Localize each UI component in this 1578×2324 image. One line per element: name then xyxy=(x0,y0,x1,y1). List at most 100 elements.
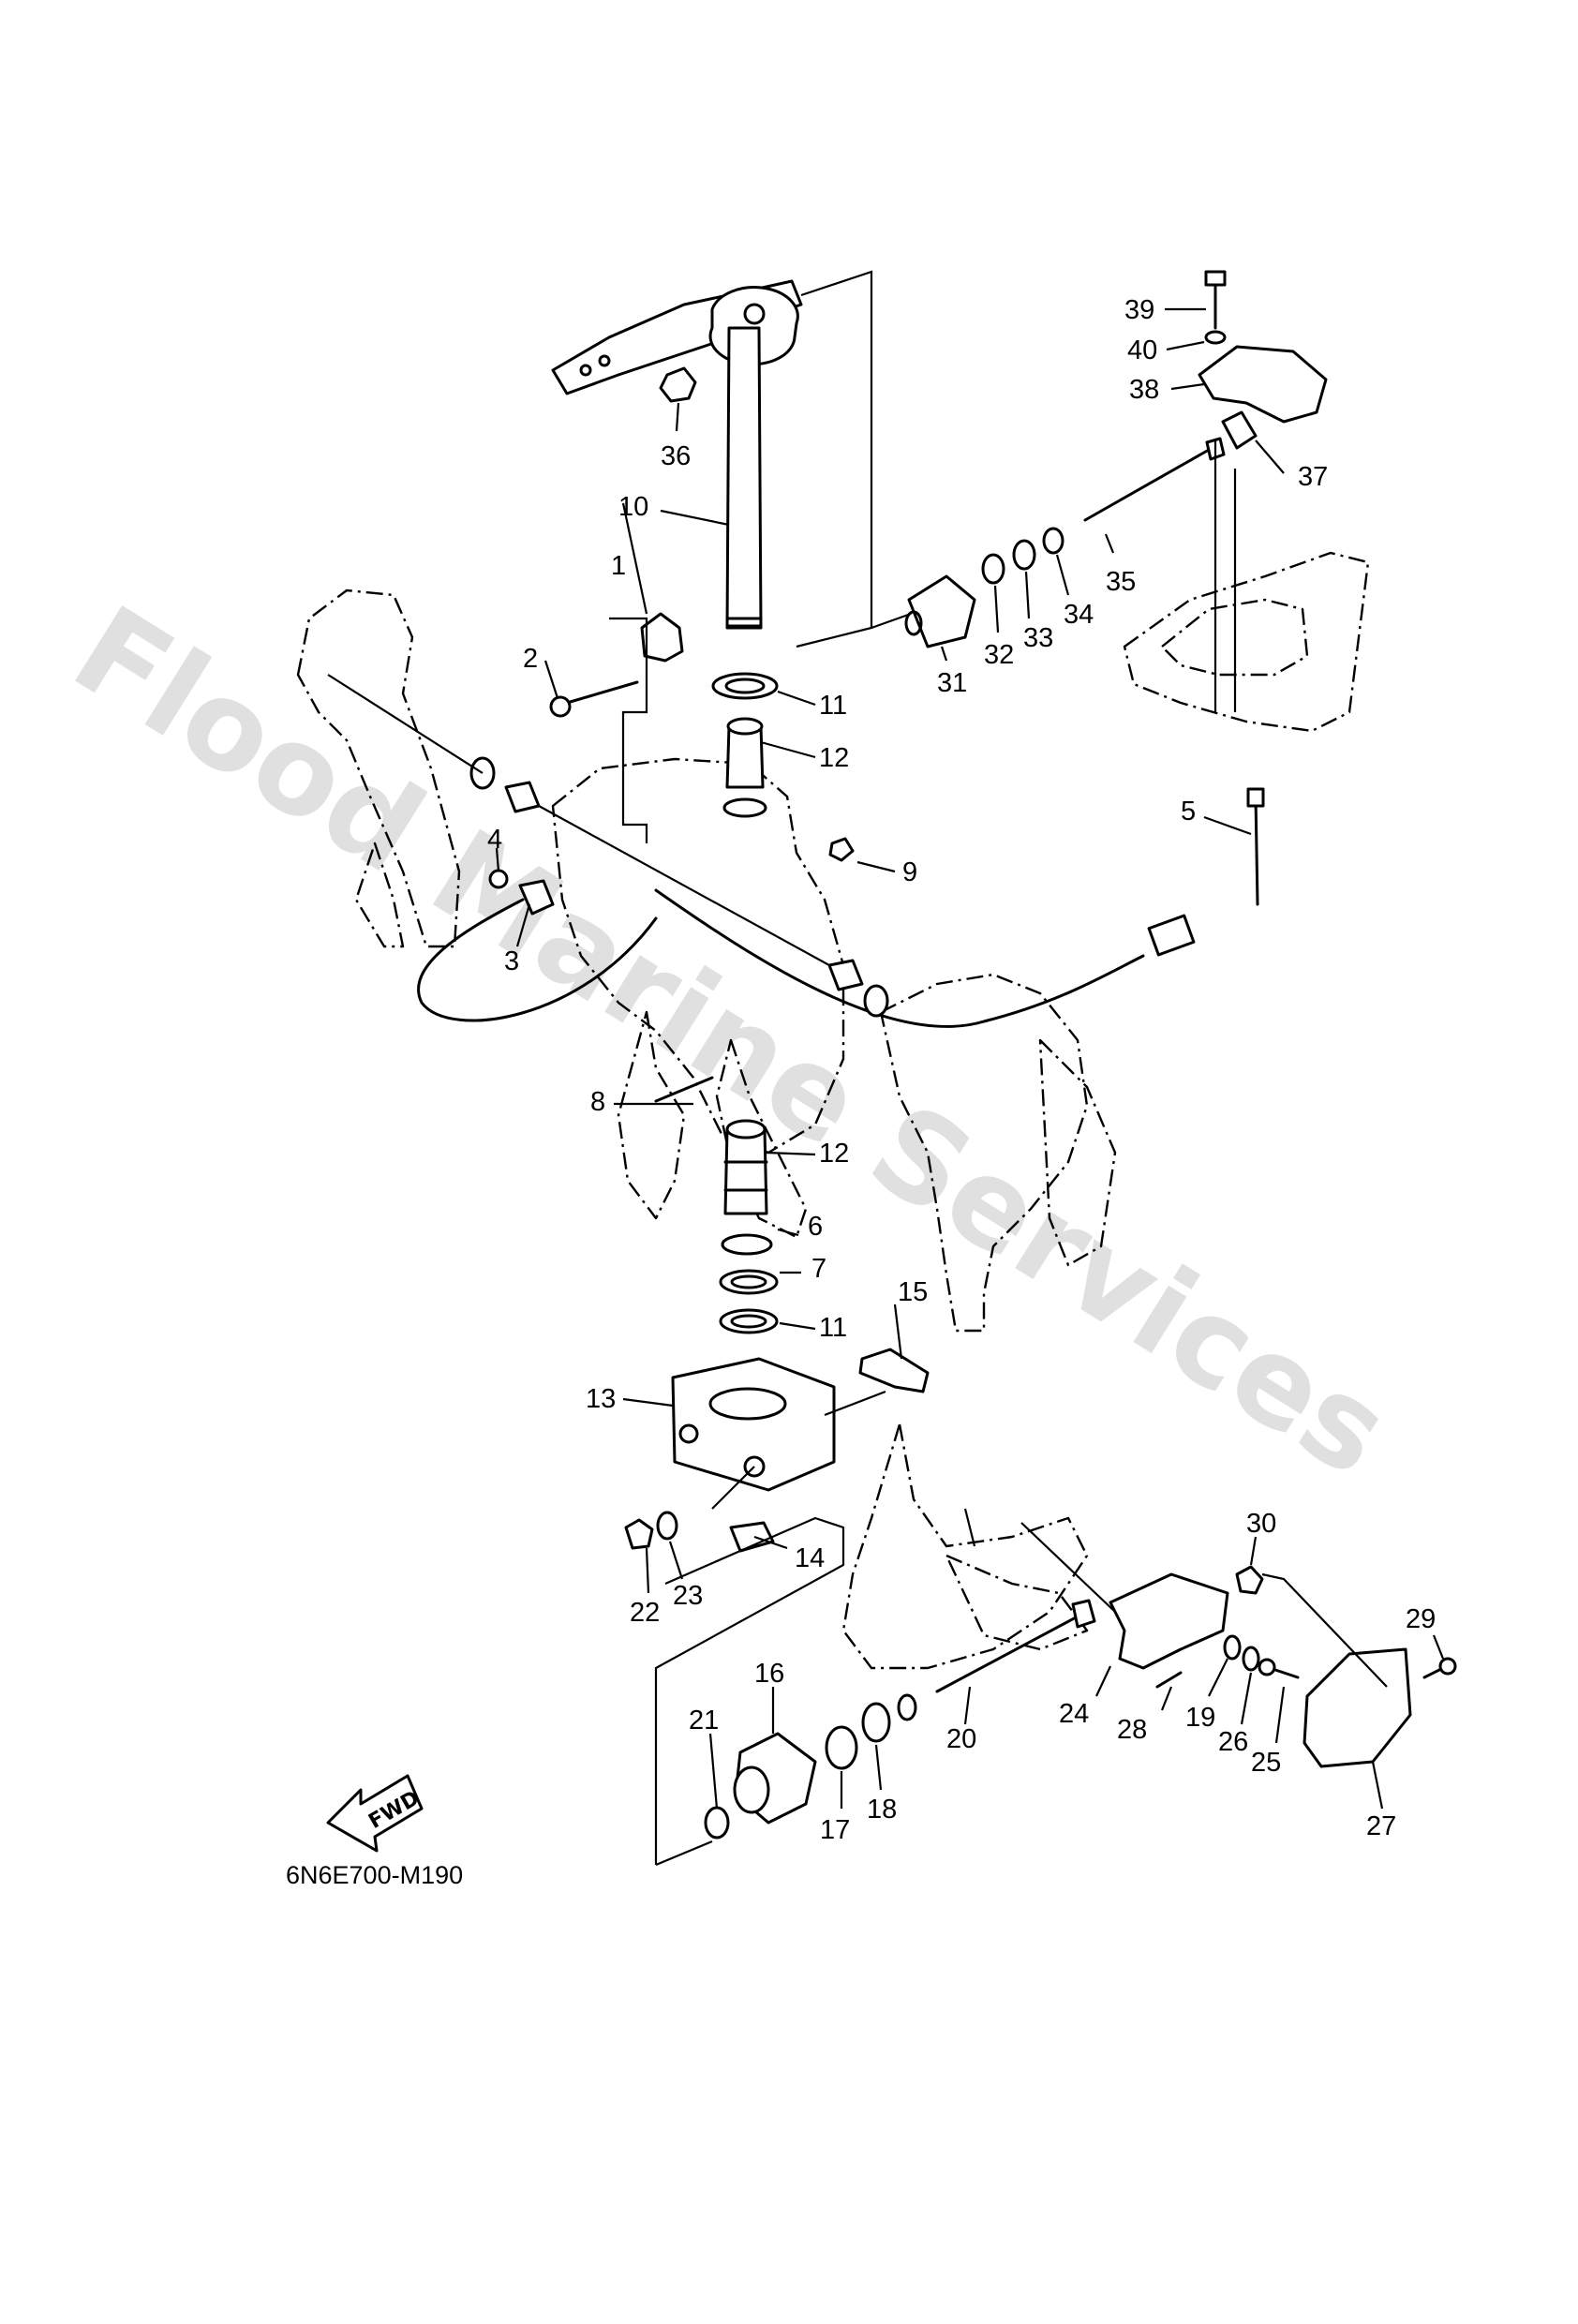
callout-20: 20 xyxy=(946,1724,976,1754)
leader-6 xyxy=(777,1228,799,1237)
rubber-mount-31-end xyxy=(904,610,923,636)
callout-13: 13 xyxy=(586,1384,616,1414)
leader-11b xyxy=(779,1321,816,1331)
plate-15 xyxy=(858,1348,930,1393)
rubber-mount-16-face xyxy=(733,1765,770,1814)
screw-8 xyxy=(654,1076,714,1103)
leader-25 xyxy=(1274,1686,1286,1744)
callout-2: 2 xyxy=(523,644,538,674)
steering-arm-pin-hole xyxy=(579,364,592,377)
leader-23 xyxy=(668,1541,684,1580)
bracket-line-1 xyxy=(609,617,648,843)
diagram-code: 6N6E700-M190 xyxy=(286,1861,463,1889)
callout-23: 23 xyxy=(673,1581,703,1611)
leader-lines xyxy=(495,270,1445,1867)
bolt-39-head xyxy=(1204,270,1227,287)
rubber-mount-31 xyxy=(907,574,976,648)
tie-wrap-5 xyxy=(1254,795,1259,906)
leader-26 xyxy=(1240,1672,1253,1725)
callout-17: 17 xyxy=(820,1815,850,1845)
callout-14: 14 xyxy=(795,1543,825,1573)
steering-shaft-body xyxy=(725,326,763,630)
steering-housing-arm-outline xyxy=(617,1010,686,1220)
washer-11-upper-hole xyxy=(724,678,766,694)
left-clamp-tail-outline xyxy=(354,842,405,948)
bolt-25-head xyxy=(1258,1658,1276,1676)
callout-12-lower: 12 xyxy=(819,1139,849,1169)
callout-5: 5 xyxy=(1181,797,1196,827)
fwd-arrow-icon xyxy=(326,1774,424,1853)
washer-18b xyxy=(897,1693,917,1721)
steering-arm-hole-icon xyxy=(743,303,766,325)
callout-26: 26 xyxy=(1218,1727,1248,1757)
wire-connector xyxy=(1147,914,1196,957)
bolt-20 xyxy=(935,1615,1079,1693)
leader-40 xyxy=(1166,340,1205,351)
washer-19 xyxy=(1223,1634,1242,1661)
washer-7 xyxy=(719,1269,779,1295)
callout-10: 10 xyxy=(618,492,648,522)
leader-34 xyxy=(1055,554,1070,596)
small-parts xyxy=(327,270,1457,1840)
bushing-12-lower-rings xyxy=(723,1160,768,1192)
leader-10 xyxy=(660,509,730,527)
callout-39: 39 xyxy=(1124,295,1154,325)
callout-38: 38 xyxy=(1129,375,1159,405)
upper-mount-inner-outline xyxy=(1160,598,1309,677)
spacer-right xyxy=(863,984,889,1018)
washer-23 xyxy=(656,1511,678,1541)
steering-shaft xyxy=(725,326,763,630)
steering-housing-arm2-outline xyxy=(715,1038,808,1239)
callout-24: 24 xyxy=(1059,1699,1089,1729)
screw-29-head xyxy=(1438,1657,1457,1676)
leader-33 xyxy=(1024,571,1031,619)
clip-3 xyxy=(518,879,555,916)
upper-mount-plate-outline xyxy=(1123,551,1370,733)
lower-bracket-24 xyxy=(1109,1572,1229,1670)
oring-6 xyxy=(721,1233,773,1256)
left-clamp-bracket-outline xyxy=(296,588,461,948)
leader-15-link xyxy=(824,1390,886,1417)
bolt-2-shank xyxy=(565,680,639,705)
leader-15 xyxy=(893,1304,903,1360)
callout-25: 25 xyxy=(1251,1748,1281,1778)
leader-38 xyxy=(1170,382,1205,391)
leader-19 xyxy=(1208,1658,1228,1697)
bracket-line-30 xyxy=(1261,1572,1388,1688)
leader-31-link xyxy=(871,612,912,630)
washer-32 xyxy=(981,553,1005,585)
callout-3: 3 xyxy=(504,946,519,976)
lower-bushing-stack xyxy=(719,1119,779,1334)
leader-2 xyxy=(543,660,559,699)
callout-40: 40 xyxy=(1127,335,1157,365)
washer-11-lower xyxy=(719,1308,779,1334)
leader-24-link xyxy=(1020,1522,1116,1613)
upper-bushing-stack xyxy=(711,672,779,818)
lower-case-fin-outline xyxy=(945,1554,1089,1651)
mount-bracket-13-bore xyxy=(708,1387,787,1421)
callout-8: 8 xyxy=(590,1087,605,1117)
callout-37: 37 xyxy=(1298,462,1328,492)
bolt-2-head xyxy=(549,695,572,718)
callout-22: 22 xyxy=(630,1598,660,1628)
bushing-12-upper xyxy=(725,724,765,789)
leader-18 xyxy=(874,1744,883,1791)
leader-29 xyxy=(1432,1634,1445,1660)
bracket-line-lower-left-end xyxy=(655,1840,713,1867)
leader-5 xyxy=(1203,815,1252,836)
leader-11a xyxy=(777,690,816,707)
callout-19: 19 xyxy=(1185,1703,1215,1733)
nut-36 xyxy=(659,366,697,403)
washer-21 xyxy=(704,1806,730,1840)
callout-labels: 1 2 3 4 5 6 7 8 9 10 11 11 12 12 13 14 1… xyxy=(487,295,1436,1845)
nut-30 xyxy=(1235,1565,1264,1595)
mount-bracket-13-hole-2 xyxy=(743,1455,766,1478)
leader-3 xyxy=(515,903,531,947)
steering-arm-pin-hole-2 xyxy=(598,354,611,367)
mount-cover-38 xyxy=(1198,345,1328,424)
lower-mount-bracket xyxy=(671,1357,836,1492)
bolt-20-head xyxy=(1071,1599,1096,1629)
axis-24 xyxy=(963,1508,976,1547)
callout-36: 36 xyxy=(661,441,691,471)
